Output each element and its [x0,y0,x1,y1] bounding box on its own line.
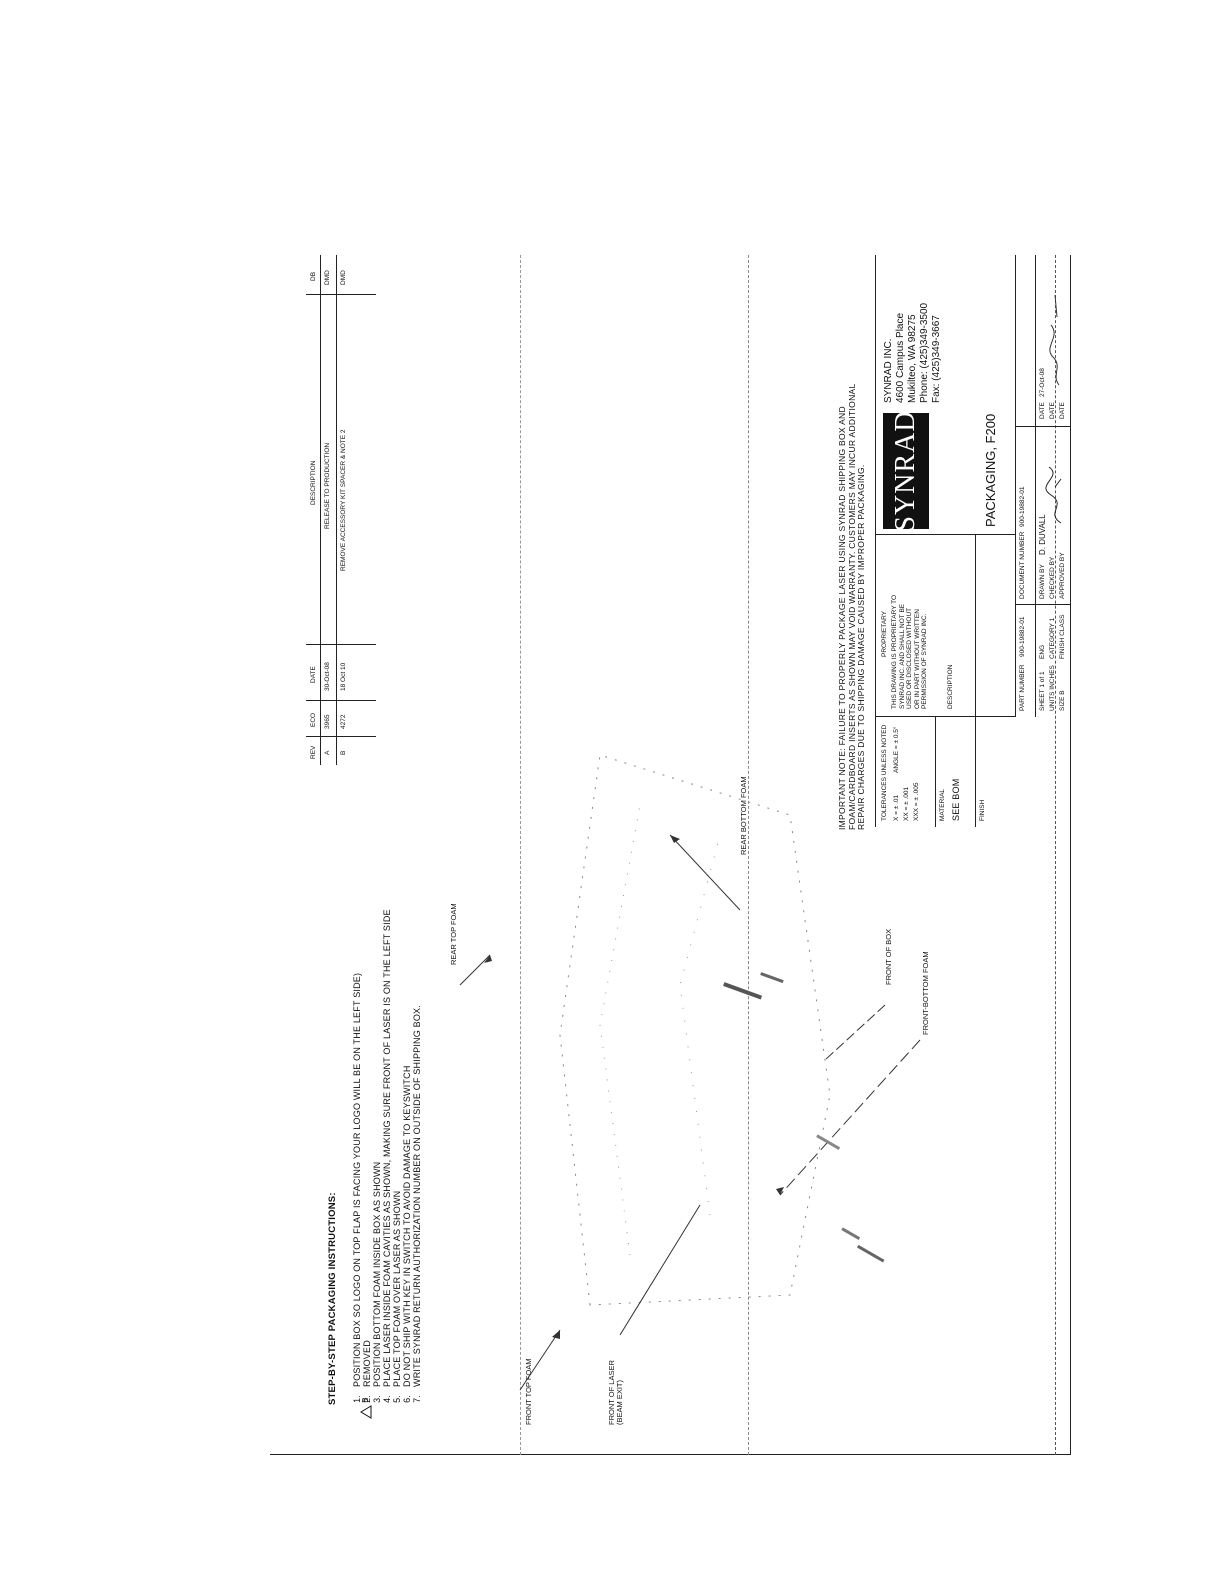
rev-flag-triangle: B [360,1397,372,1419]
tol-xx: XX = ± .001 [903,786,910,821]
proprietary-text: THIS DRAWING IS PROPRIETARY TO SYNRAD IN… [891,594,928,709]
material-value: SEE BOM [951,778,961,821]
tol-x: X = ± .01 [893,794,900,821]
company-address: SYNRAD INC. 4600 Campus Place Mukilteo, … [883,302,942,403]
part-number-label: PART NUMBER [1019,664,1026,711]
callout-front-bottom-foam: FRONT-BOTTOM FOAM [921,951,930,1035]
document-number: 900-19882-01 [1019,486,1026,527]
leader-rear-bottom-foam [669,834,741,911]
callout-rear-top-foam: REAR TOP FOAM [449,903,458,965]
leader-front-bottom-foam [779,1039,921,1196]
tol-xxx: XXX = ± .005 [913,782,920,821]
leader-rear-top-foam [459,954,491,986]
packaging-illustration [459,754,921,1391]
leader-front-of-box [824,1004,886,1061]
callout-front-of-box: FRONT OF BOX [884,928,893,985]
approved-date-label: DATE [1059,402,1066,419]
description-label: DESCRIPTION [947,664,954,709]
callout-front-top-foam: FRONT TOP FOAM [524,1358,533,1425]
callout-beam-exit: (BEAM EXIT) [615,1379,624,1425]
important-note: IMPORTANT NOTE: FAILURE TO PROPERLY PACK… [837,383,866,830]
rotated-drawing-frame: STEP-BY-STEP PACKAGING INSTRUCTIONS: B 1… [270,255,1071,1455]
date-signature [1049,294,1060,386]
part-number: 900-19882-01 [1019,616,1026,657]
drawn-date-label: DATE [1039,402,1046,419]
finish-label: FINISH [979,799,986,821]
size-label: SIZE B [1059,690,1066,711]
finish-class-label: FINISH CLASS [1059,614,1066,659]
synrad-logo: SYNRAD [883,410,929,532]
checked-by-label: CHECKED BY [1049,556,1056,599]
document-number-label: DOCUMENT NUMBER [1019,531,1026,599]
tolerances-label: TOLERANCES UNLESS NOTED [881,724,888,821]
checker-signature [1045,466,1062,524]
approved-by-label: APPROVED BY [1059,552,1066,599]
checked-date-label: DATE [1049,402,1056,419]
proprietary-label: PROPRIETARY [881,611,888,657]
leader-front-top-foam [519,1329,561,1391]
triangle-icon [360,1405,372,1419]
callout-rear-bottom-foam: REAR BOTTOM FOAM [739,776,748,855]
material-label: MATERIAL [939,788,946,821]
sheet-number: SHEET 1 of 1 [1039,671,1046,711]
leader-front-of-laser [619,1204,701,1336]
drawn-by-label: DRAWN BY [1039,564,1046,599]
tol-angle: ANGLE = ± 0.5° [893,726,900,773]
title-block: TOLERANCES UNLESS NOTED X = ± .01 XX = ±… [875,255,1070,827]
eng-label: ENG [1039,644,1046,659]
frame-top-line [1070,255,1071,1455]
units-label: UNITS INCHES [1049,665,1056,711]
description-value: PACKAGING, F200 [983,413,998,527]
category-label: CATEGORY 1 [1049,617,1056,659]
